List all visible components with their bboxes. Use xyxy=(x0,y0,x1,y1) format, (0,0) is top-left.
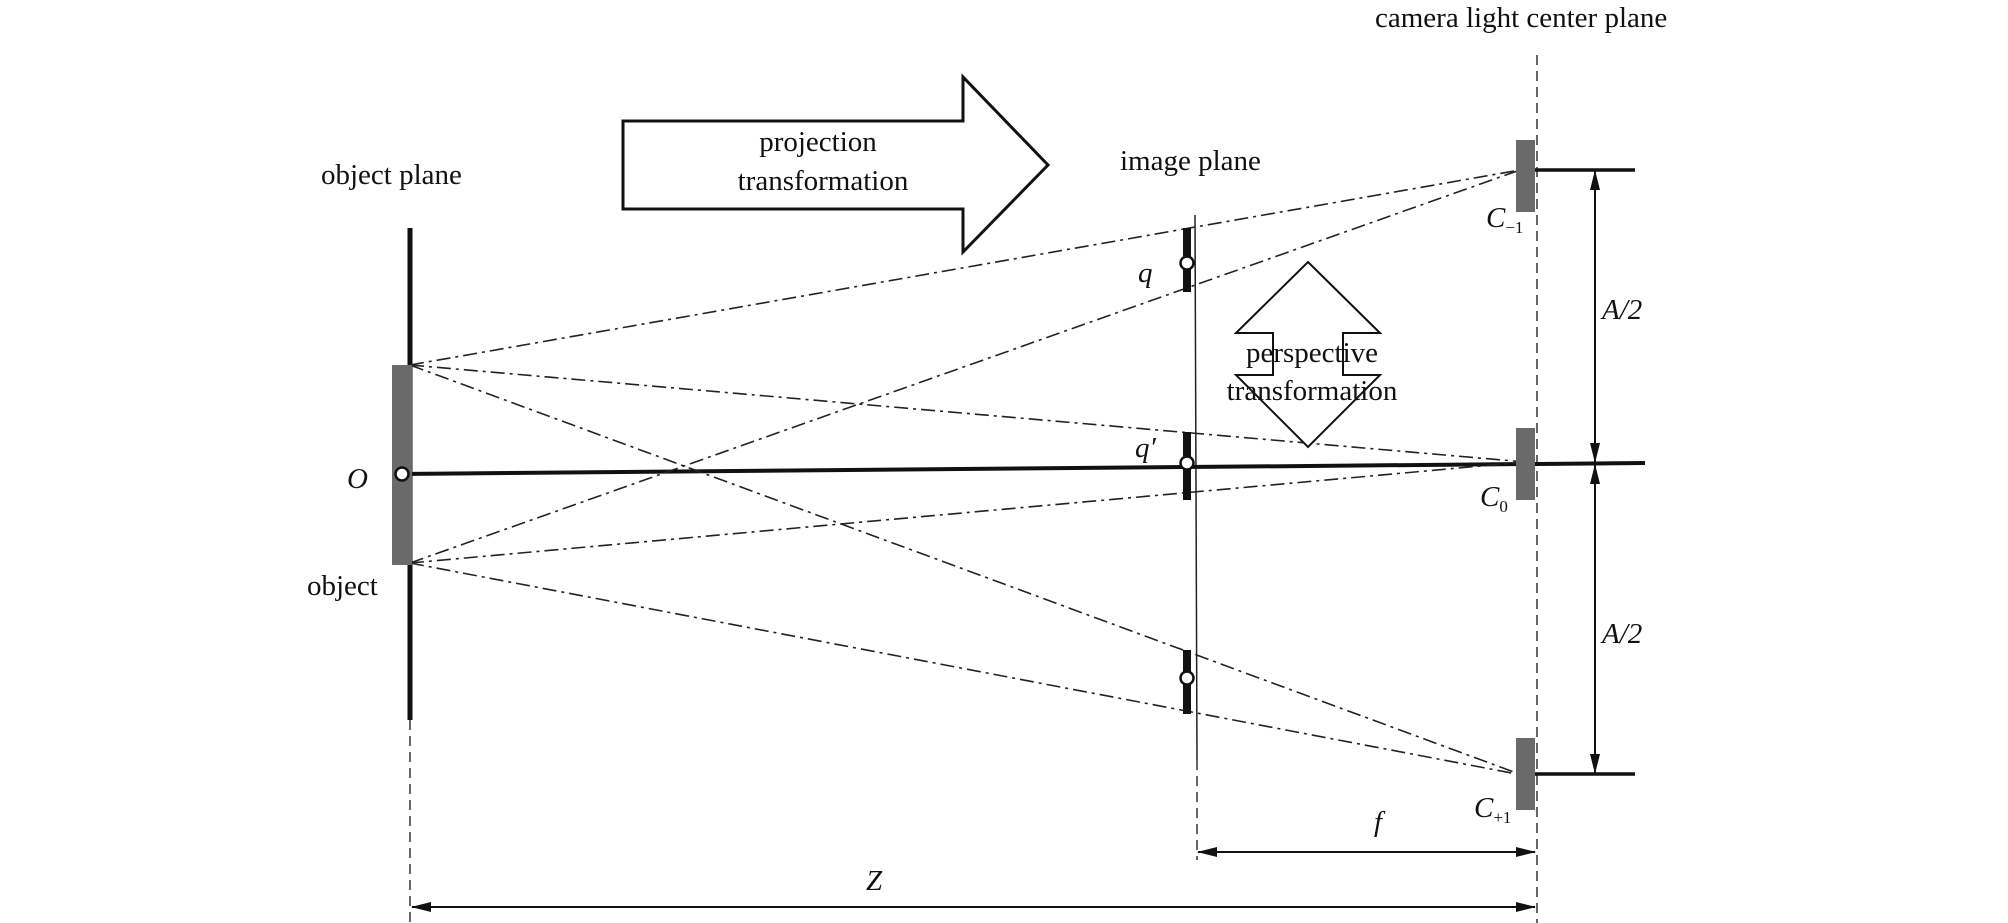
projection-rays xyxy=(409,169,1526,776)
perspective-double-arrow xyxy=(1233,260,1383,449)
q-label: q xyxy=(1138,257,1153,289)
focal-length-label: f xyxy=(1374,806,1386,838)
camera-c-plus-1 xyxy=(1516,738,1535,810)
projection-label-line1: projection xyxy=(759,126,877,158)
ray xyxy=(409,364,1523,776)
c-0-sub: 0 xyxy=(1499,497,1508,516)
perspective-label-line2: transformation xyxy=(1227,375,1398,407)
object-label: object xyxy=(307,570,378,602)
object-plane-label: object plane xyxy=(321,159,462,191)
ray xyxy=(409,169,1521,564)
object-bar xyxy=(392,365,412,565)
point-lower xyxy=(1179,670,1195,686)
ray xyxy=(409,461,1526,564)
c-plus-1-label: C+1 xyxy=(1474,792,1511,827)
origin-point xyxy=(394,466,410,482)
ray xyxy=(409,364,1526,463)
half-baseline-bottom-label: A/2 xyxy=(1600,618,1642,650)
c-minus-1-main: C xyxy=(1486,202,1506,234)
camera-plane-label: camera light center plane xyxy=(1375,2,1667,34)
c-plus-1-sub: +1 xyxy=(1493,808,1511,827)
point-q xyxy=(1179,255,1195,271)
c-0-label: C0 xyxy=(1480,481,1508,516)
image-plane-label: image plane xyxy=(1120,145,1261,177)
image-plane-line xyxy=(1194,214,1198,761)
c-plus-1-main: C xyxy=(1474,792,1494,824)
c-minus-1-sub: −1 xyxy=(1505,218,1523,237)
projection-arrow xyxy=(621,73,1051,256)
c-0-main: C xyxy=(1480,481,1500,513)
c-minus-1-label: C−1 xyxy=(1486,202,1523,237)
perspective-label-line1: perspective xyxy=(1246,337,1378,369)
distance-label: Z xyxy=(866,865,883,897)
optical-axis xyxy=(399,461,1646,476)
ray xyxy=(409,562,1523,776)
origin-label: O xyxy=(347,463,368,495)
half-baseline-top-label: A/2 xyxy=(1600,294,1642,326)
point-q-prime xyxy=(1179,455,1195,471)
camera-c-minus-1 xyxy=(1516,140,1535,212)
projection-label-line2: transformation xyxy=(738,165,909,197)
q-prime-label: q′ xyxy=(1135,432,1157,464)
ray xyxy=(409,169,1521,366)
camera-c-0 xyxy=(1516,428,1535,500)
